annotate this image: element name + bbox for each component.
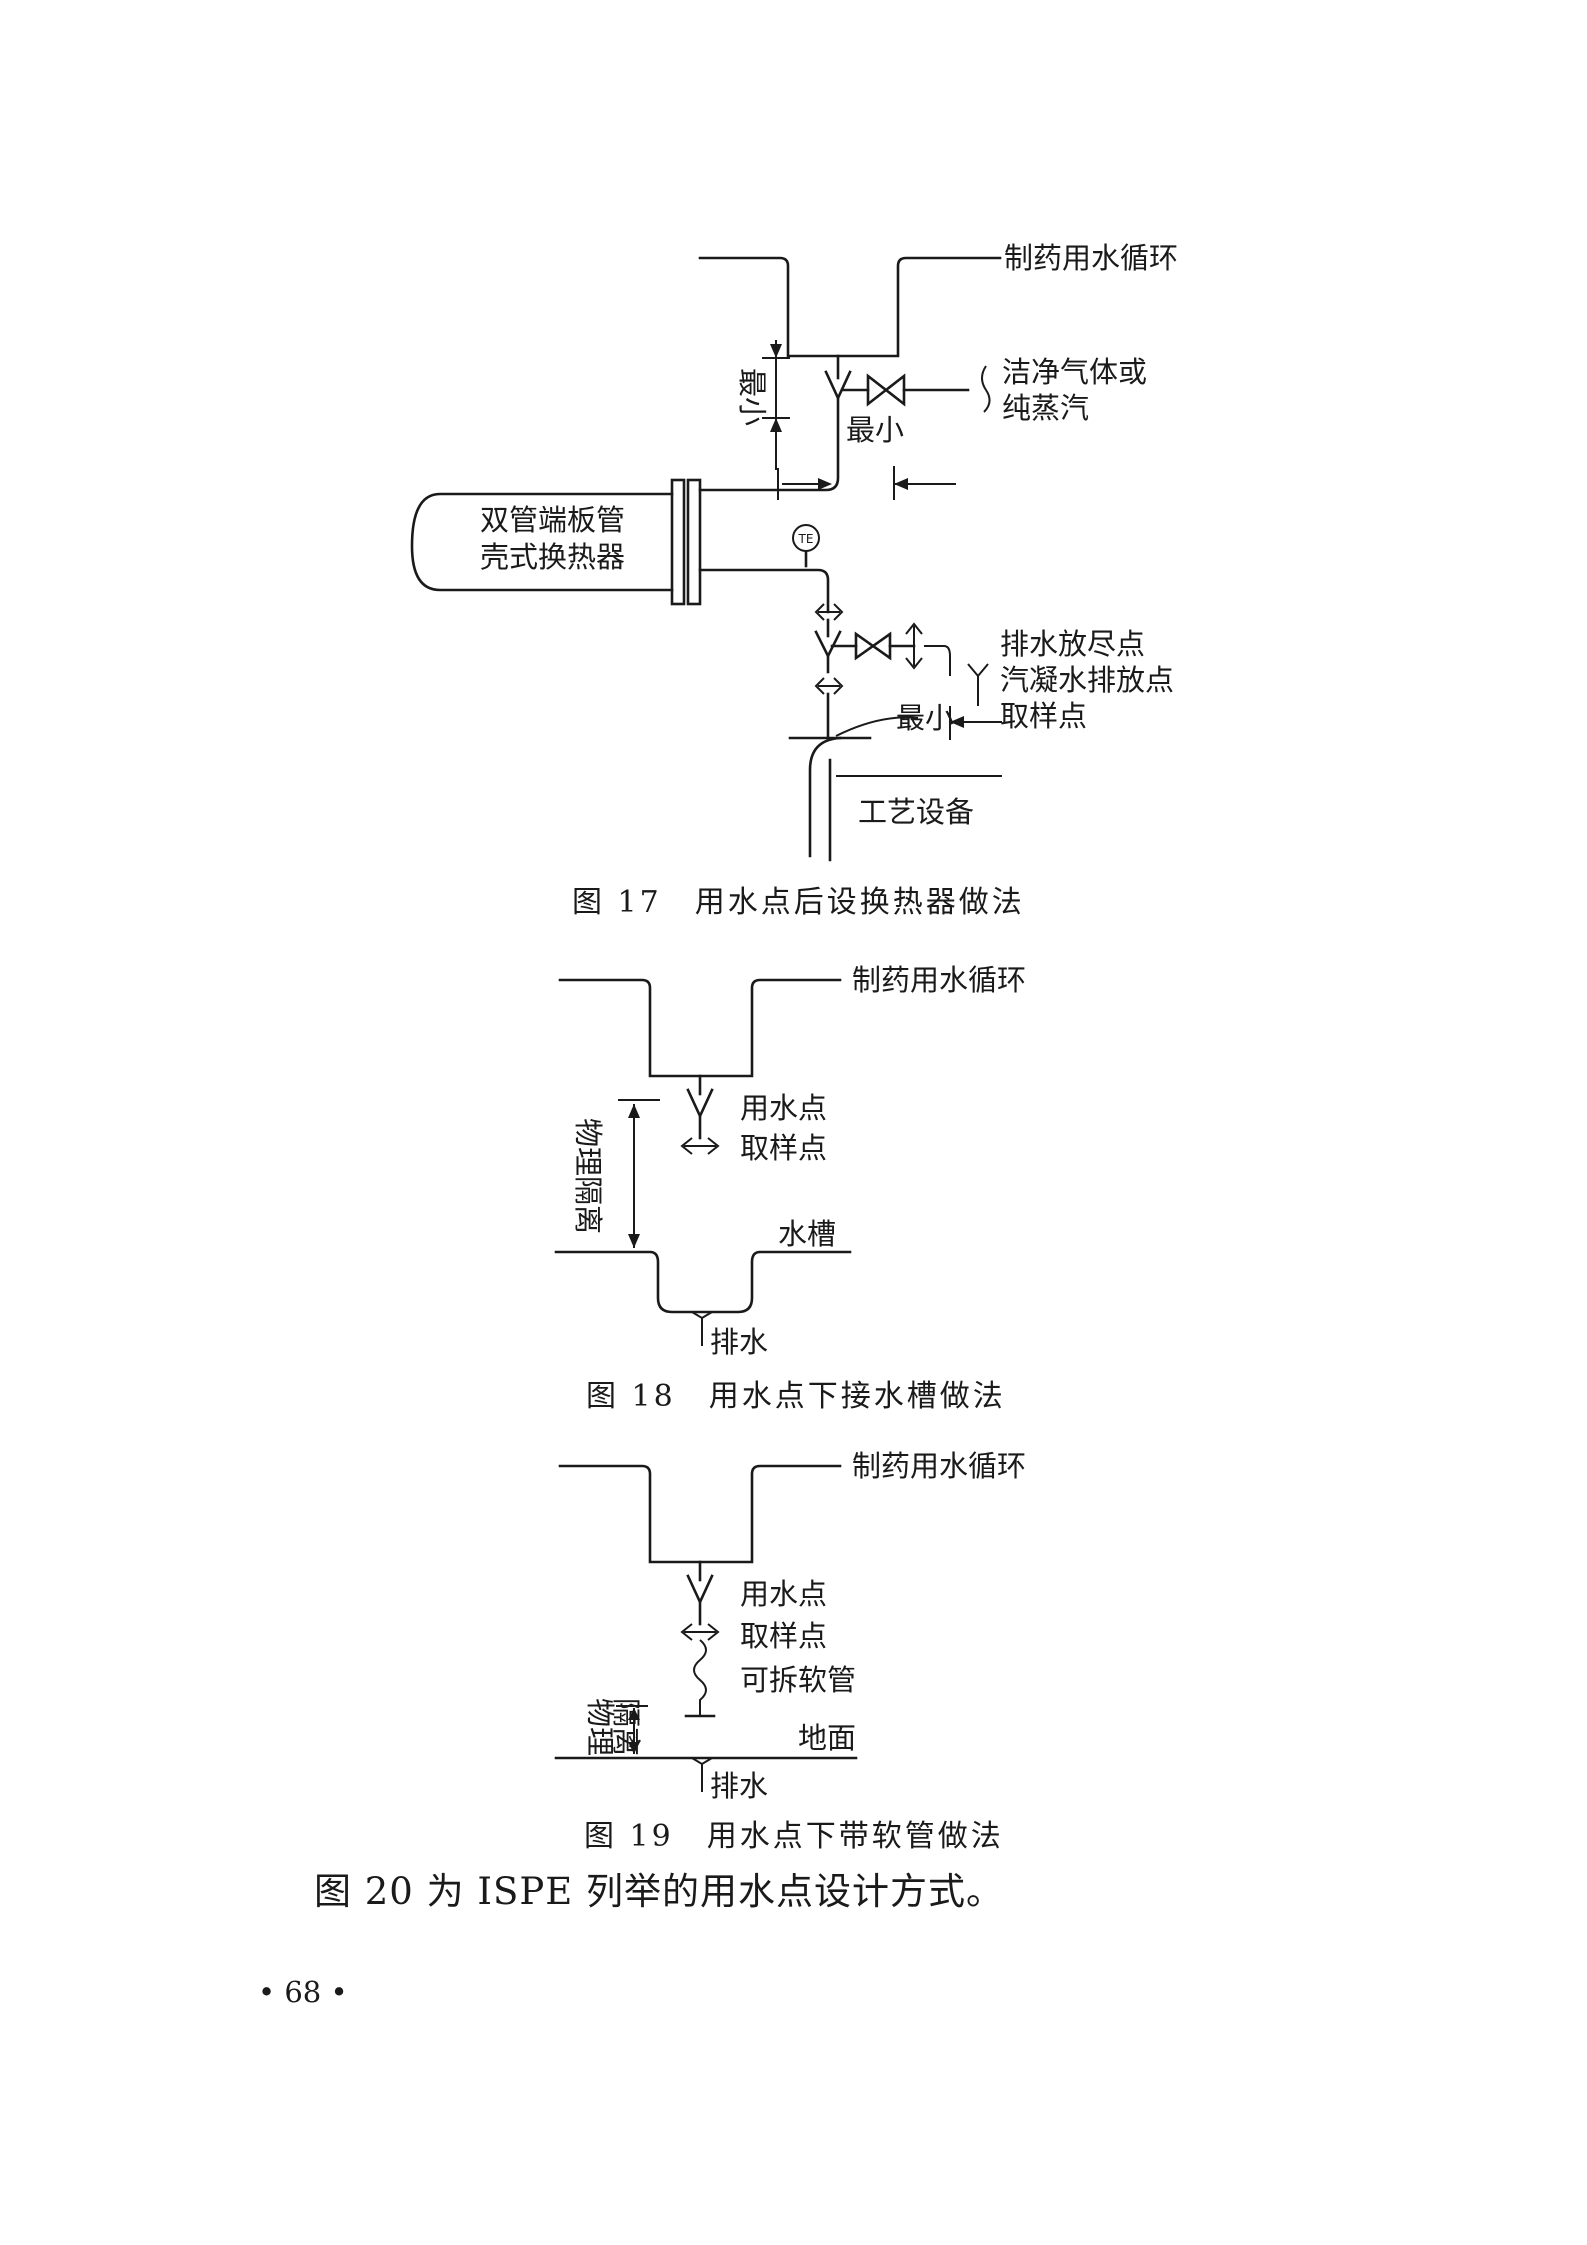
loop-label: 制药用水循环 (852, 963, 1026, 997)
double-arrow-icon (814, 677, 844, 695)
isolation-label-2: 隔离 (609, 1698, 643, 1756)
loop-pipe (558, 978, 842, 1078)
arrow-icon (818, 478, 832, 490)
arrow-icon (770, 344, 782, 358)
arrow-icon (950, 716, 964, 728)
exchanger-label-2: 壳式换热器 (480, 540, 625, 574)
break-symbol-icon (981, 365, 991, 413)
funnel-icon (967, 663, 989, 706)
drain-label: 排水 (710, 1769, 768, 1803)
leader-line (835, 716, 919, 737)
sample-point-label: 取样点 (740, 1619, 827, 1653)
body-paragraph: 图 20 为 ISPE 列举的用水点设计方式。 (314, 1870, 1004, 1913)
equipment-wall (808, 736, 842, 858)
te-tag: TE (798, 532, 814, 546)
min-lower-label: 最小 (896, 701, 954, 735)
use-point-label: 用水点 (740, 1091, 827, 1125)
figure-17: 最小 洁净气体或 纯蒸汽 最小 双管端板管 壳式换热器 TE (410, 256, 1174, 920)
tube-sheet (670, 478, 686, 606)
drain-outlet (691, 1757, 713, 1792)
loop-label: 制药用水循环 (852, 1449, 1026, 1483)
double-arrow-icon (680, 1137, 720, 1155)
figure-19-caption: 图 19 用水点下带软管做法 (584, 1819, 1004, 1854)
min-vertical-label: 最小 (735, 368, 769, 426)
outlet-pipe (698, 568, 830, 614)
floor-label: 地面 (798, 1721, 856, 1755)
drain-label-1: 排水放尽点 (1000, 627, 1145, 661)
arrow-icon (628, 1104, 640, 1118)
gas-label-2: 纯蒸汽 (1002, 391, 1089, 425)
exchanger-label-1: 双管端板管 (480, 503, 625, 537)
loop-pipe (558, 1464, 842, 1564)
page-number: • 68 • (258, 1975, 348, 2009)
check-valve-icon (854, 631, 892, 661)
use-point-label: 用水点 (740, 1577, 827, 1611)
isolation-label: 物理隔离 (571, 1118, 605, 1234)
check-valve-icon (866, 373, 906, 407)
figure-19: 制药用水循环 用水点 取样点 可拆软管 物理 隔离 地面 排水 图 19 用水点… (554, 1449, 1026, 1854)
drain-pipe (924, 645, 951, 676)
tube-sheet (686, 478, 702, 606)
double-arrow-icon (905, 622, 923, 670)
sink-label: 水槽 (778, 1217, 836, 1251)
isolation-label-1: 物理 (583, 1698, 617, 1756)
supply-pipe (698, 396, 840, 492)
hose-label: 可拆软管 (740, 1663, 856, 1697)
min-horizontal-label: 最小 (846, 413, 904, 447)
gas-label-1: 洁净气体或 (1002, 355, 1147, 389)
hose-icon (693, 1639, 707, 1716)
temperature-element-icon (792, 524, 820, 552)
arrow-icon (628, 1708, 640, 1720)
figure-18: 制药用水循环 用水点 取样点 物理隔离 水槽 排水 图 18 用水点下接水槽做法 (554, 963, 1026, 1414)
drain-label-3: 取样点 (1000, 699, 1087, 733)
drain-label: 排水 (710, 1325, 768, 1359)
figure-18-caption: 图 18 用水点下接水槽做法 (586, 1379, 1006, 1414)
drain-label-2: 汽凝水排放点 (1000, 663, 1174, 697)
sample-point-label: 取样点 (740, 1131, 827, 1165)
double-arrow-icon (680, 1623, 720, 1641)
double-arrow-icon (814, 603, 844, 621)
arrow-icon (770, 418, 782, 432)
equipment-label: 工艺设备 (858, 795, 974, 829)
arrow-icon (894, 478, 908, 490)
arrow-icon (628, 1742, 640, 1754)
loop-pipe (698, 256, 1002, 358)
figure-17-caption: 图 17 用水点后设换热器做法 (572, 885, 1025, 920)
arrow-icon (628, 1234, 640, 1248)
drain-outlet (691, 1311, 713, 1346)
sink (554, 1250, 852, 1314)
heat-exchanger-shell (410, 492, 674, 592)
